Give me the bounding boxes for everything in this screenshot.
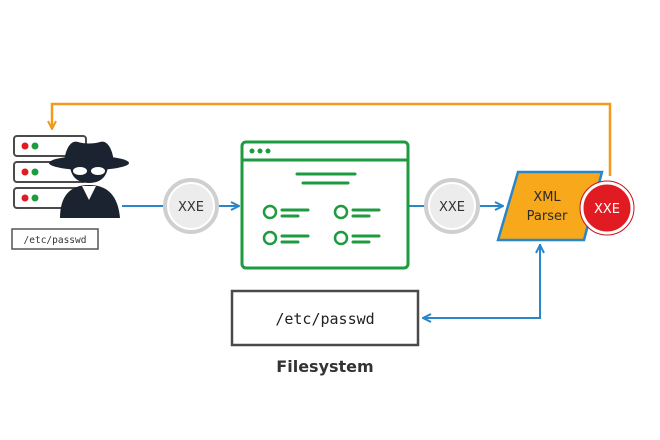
filesystem-content: /etc/passwd: [275, 310, 374, 328]
server-icon: [13, 135, 87, 209]
spy-icon: [49, 141, 129, 218]
xxe-badge-3: [580, 181, 634, 235]
filesystem-box: [230, 289, 420, 347]
parser-to-filesystem-arrow: [424, 244, 541, 318]
parser-label-line2: Parser: [527, 209, 568, 224]
browser-window-icon: [240, 140, 410, 270]
xxe-badge-3-label: XXE: [594, 202, 620, 217]
parser-label-line1: XML: [533, 190, 561, 205]
filesystem-caption: Filesystem: [276, 357, 373, 376]
return-arrow: [52, 102, 612, 176]
parser-icon: [496, 170, 604, 242]
attacker-caption-box: [11, 228, 99, 250]
xxe-badge-2-label: XXE: [439, 200, 465, 215]
xxe-badge-1-label: XXE: [178, 200, 204, 215]
attacker-caption: /etc/passwd: [24, 235, 87, 246]
